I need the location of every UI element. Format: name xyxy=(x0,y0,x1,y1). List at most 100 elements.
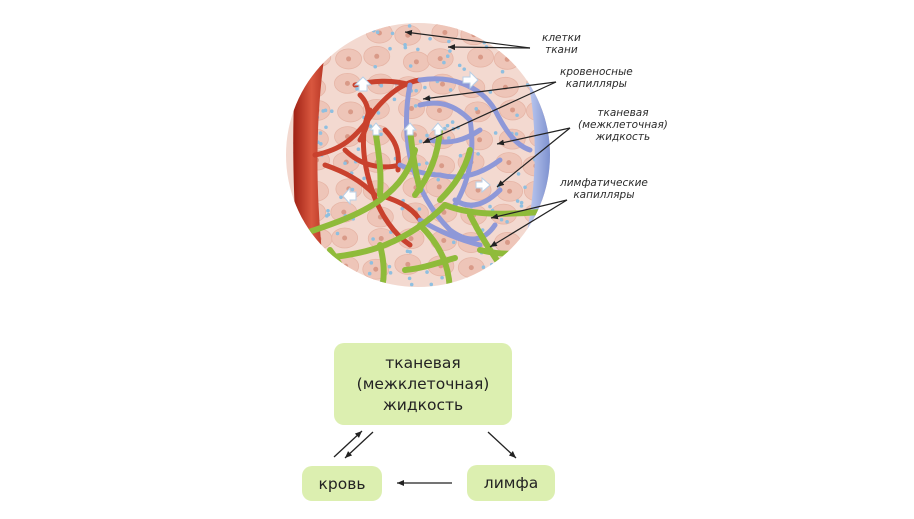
cell-nucleus xyxy=(475,187,481,193)
fluid-droplet xyxy=(376,111,381,115)
cell-nucleus xyxy=(341,28,347,34)
cell-nucleus xyxy=(537,266,543,272)
cell-nucleus xyxy=(478,54,484,60)
fluid-droplet xyxy=(515,113,519,118)
fluid-droplet xyxy=(400,206,405,211)
tissue-cell xyxy=(496,23,523,41)
fluid-droplet xyxy=(418,139,423,144)
fluid-droplet xyxy=(445,54,450,59)
fluid-droplet xyxy=(448,88,453,92)
fluid-droplet xyxy=(329,109,334,114)
cell-nucleus xyxy=(475,109,481,115)
fluid-droplet xyxy=(500,69,505,74)
fluid-droplet xyxy=(313,60,318,65)
fluid-droplet xyxy=(373,64,378,69)
cell-nucleus xyxy=(436,107,442,113)
fluid-droplet xyxy=(425,270,429,274)
tissue-cell xyxy=(304,46,332,68)
fluid-droplet xyxy=(387,264,392,269)
cell-nucleus xyxy=(440,81,446,87)
fluid-droplet xyxy=(499,217,504,222)
fluid-droplet xyxy=(371,28,376,33)
fluid-droplet xyxy=(514,132,519,136)
fluid-droplet xyxy=(408,250,412,254)
fluid-droplet xyxy=(534,232,539,237)
fluid-droplet xyxy=(356,147,361,152)
cell-nucleus xyxy=(504,56,510,62)
fluid-droplet xyxy=(407,276,412,281)
callout-line: ткани xyxy=(545,44,578,56)
tissue-cell xyxy=(330,23,358,42)
fluid-droplet xyxy=(297,229,301,233)
callout-blood-capillaries: кровеносные капилляры xyxy=(560,66,633,90)
fluid-droplet xyxy=(408,64,413,68)
callout-line: (межклеточная) xyxy=(578,119,668,131)
fluid-droplet xyxy=(369,261,374,265)
node-lymph: лимфа xyxy=(467,465,555,501)
cell-nucleus xyxy=(436,184,442,190)
fluid-droplet xyxy=(314,65,319,70)
tissue-cell xyxy=(302,23,330,44)
callout-line: кровеносные xyxy=(560,66,633,78)
fluid-droplet xyxy=(450,120,455,124)
cell-nucleus xyxy=(506,160,512,166)
fluid-droplet xyxy=(451,240,456,245)
cell-nucleus xyxy=(378,236,384,242)
fluid-droplet xyxy=(350,187,355,192)
callout-leader-lines xyxy=(404,29,571,248)
tissue-circle xyxy=(286,23,550,287)
fluid-droplet xyxy=(417,162,421,167)
cell-nucleus xyxy=(409,106,415,112)
cell-nucleus xyxy=(374,53,380,59)
fluid-droplet xyxy=(425,133,429,138)
cell-nucleus xyxy=(341,209,347,215)
fluid-droplet xyxy=(416,47,420,52)
cell-nucleus xyxy=(439,163,445,169)
fluid-droplet xyxy=(403,45,408,50)
fluid-droplet xyxy=(343,161,347,166)
fluid-droplet xyxy=(321,109,325,113)
fluid-droplet xyxy=(388,46,392,51)
fluid-droplet xyxy=(392,97,397,102)
cell-nucleus xyxy=(505,239,511,245)
fluid-droplet xyxy=(296,29,301,33)
callout-tissue-cells: клетки ткани xyxy=(542,32,581,56)
fluid-droplet xyxy=(428,36,432,41)
fluid-droplet xyxy=(514,271,519,276)
node-blood: кровь xyxy=(302,466,382,501)
node-line: тканевая xyxy=(385,353,461,372)
fluid-droplet xyxy=(440,275,444,280)
cell-nucleus xyxy=(471,32,477,38)
cell-nucleus xyxy=(405,261,411,267)
fluid-droplet xyxy=(388,271,393,275)
fluid-droplet xyxy=(414,88,418,93)
cell-nucleus xyxy=(437,56,443,62)
fluid-droplet xyxy=(436,177,441,182)
fluid-droplet xyxy=(490,262,494,267)
fluid-droplet xyxy=(371,237,375,241)
node-tissue-fluid: тканевая (межклеточная) жидкость xyxy=(334,343,512,425)
cell-nucleus xyxy=(477,137,483,143)
node-line: (межклеточная) xyxy=(356,374,490,393)
fluid-droplet xyxy=(326,26,331,31)
callout-lymph-capillaries: лимфатические капилляры xyxy=(560,177,648,201)
fluid-droplet xyxy=(462,67,467,71)
node-line: жидкость xyxy=(382,395,464,414)
fluid-droplet xyxy=(326,212,331,217)
cell-nucleus xyxy=(504,263,510,269)
fluid-droplet xyxy=(339,195,343,200)
fluid-droplet xyxy=(297,71,302,75)
callout-line: капилляры xyxy=(565,78,627,90)
cell-nucleus xyxy=(408,236,414,242)
fluid-droplet xyxy=(403,42,407,47)
tissue-cell xyxy=(524,233,550,254)
fluid-droplet xyxy=(519,204,524,208)
fluid-droplet xyxy=(448,49,452,53)
cell-nucleus xyxy=(342,235,348,241)
fluid-droplet xyxy=(481,265,486,270)
fluid-droplet xyxy=(523,185,527,190)
fluid-droplet xyxy=(515,199,520,203)
cell-nucleus xyxy=(373,266,379,272)
fluid-droplet xyxy=(334,23,339,28)
fluid-droplet xyxy=(326,208,330,213)
